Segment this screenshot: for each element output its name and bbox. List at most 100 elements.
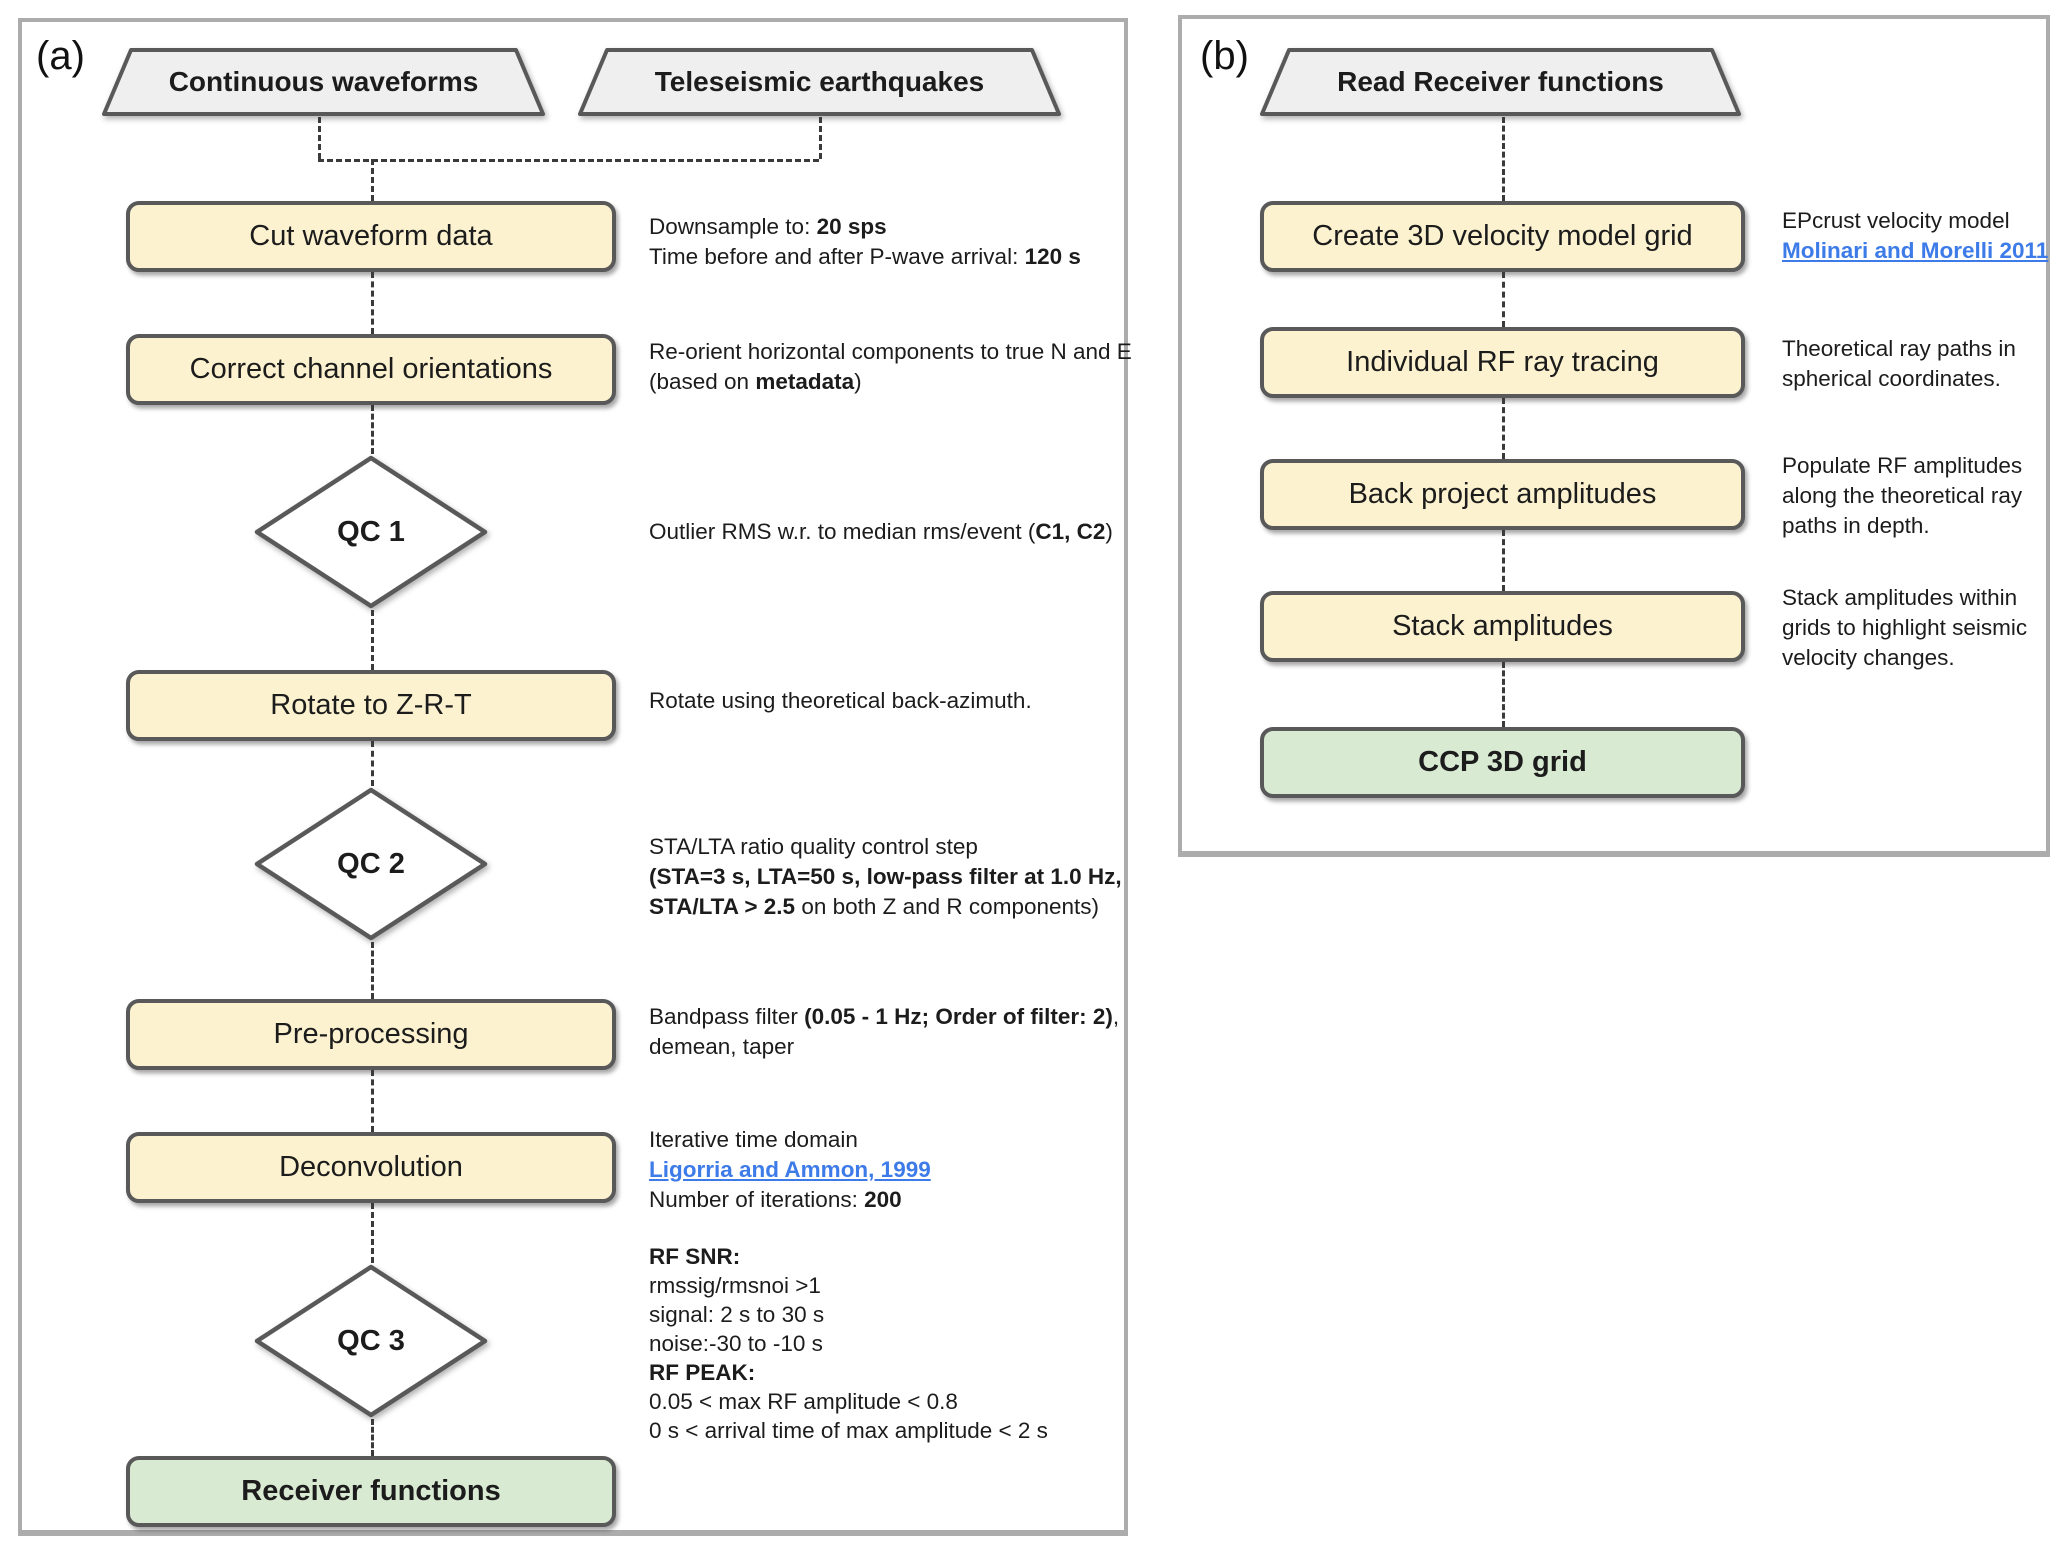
node-pre-processing: Pre-processing (126, 999, 616, 1070)
node-correct-channel-orientations: Correct channel orientations (126, 334, 616, 405)
note-rotate: Rotate using theoretical back-azimuth. (649, 686, 1032, 716)
note-line: Number of iterations: 200 (649, 1187, 902, 1212)
node-deconvolution: Deconvolution (126, 1132, 616, 1203)
node-read-receiver-functions: Read Receiver functions (1259, 47, 1742, 117)
note-line: Downsample to: 20 sps (649, 214, 887, 239)
note-line: grids to highlight seismic (1782, 615, 2028, 640)
note-line: STA/LTA > 2.5 on both Z and R components… (649, 894, 1100, 919)
connector (1502, 662, 1505, 727)
connector (1502, 398, 1505, 459)
note-line: Rotate using theoretical back-azimuth. (649, 688, 1032, 713)
connector (371, 1419, 374, 1456)
note-line: Time before and after P-wave arrival: 12… (649, 244, 1081, 269)
note-correct-orientations: Re-orient horizontal components to true … (649, 337, 1132, 397)
node-back-project-amplitudes: Back project amplitudes (1260, 459, 1745, 530)
trapezoid-shape (578, 48, 1061, 116)
molinari-morelli-link[interactable]: Molinari and Morelli 2011 (1782, 238, 2049, 263)
note-line: Molinari and Morelli 2011 (1782, 236, 2048, 266)
note-line: Re-orient horizontal components to true … (649, 339, 1132, 364)
ligorria-ammon-link[interactable]: Ligorria and Ammon, 1999 (649, 1157, 931, 1182)
note-qc2: STA/LTA ratio quality control step (STA=… (649, 832, 1122, 922)
node-ccp-3d-grid: CCP 3D grid (1260, 727, 1745, 798)
node-label: Create 3D velocity model grid (1312, 220, 1693, 252)
node-qc2: QC 2 (251, 786, 491, 942)
panel-b: (b) Read Receiver functions Create 3D ve… (1178, 15, 2050, 857)
node-label: Individual RF ray tracing (1346, 346, 1659, 378)
note-line: demean, taper (649, 1034, 795, 1059)
node-label: Pre-processing (273, 1018, 469, 1050)
connector (371, 405, 374, 454)
diamond-shape (254, 787, 488, 941)
note-line: rmssig/rmsnoi >1 (649, 1273, 821, 1298)
note-line: STA/LTA ratio quality control step (649, 834, 978, 859)
note-line: Theoretical ray paths in (1782, 336, 2016, 361)
note-preprocessing: Bandpass filter (0.05 - 1 Hz; Order of f… (649, 1002, 1119, 1062)
node-continuous-waveforms: Continuous waveforms (101, 47, 546, 117)
note-line: RF PEAK: (649, 1360, 756, 1385)
connector-merge-down (371, 159, 374, 201)
node-label: Receiver functions (241, 1475, 501, 1507)
note-qc1: Outlier RMS w.r. to median rms/event (C1… (649, 517, 1113, 547)
node-label: Read Receiver functions (1337, 66, 1664, 97)
node-teleseismic-earthquakes: Teleseismic earthquakes (577, 47, 1062, 117)
note-velocity-model: EPcrust velocity model Molinari and More… (1782, 206, 2048, 266)
node-label: Cut waveform data (249, 220, 493, 252)
note-line: Iterative time domain (649, 1127, 858, 1152)
node-receiver-functions: Receiver functions (126, 1456, 616, 1527)
diamond-shape (254, 1264, 488, 1418)
note-line: velocity changes. (1782, 645, 1955, 670)
node-cut-waveform-data: Cut waveform data (126, 201, 616, 272)
node-label: Rotate to Z-R-T (270, 689, 472, 721)
node-label: QC 2 (337, 847, 405, 880)
connector (371, 1203, 374, 1263)
note-line: Ligorria and Ammon, 1999 (649, 1155, 931, 1185)
node-stack-amplitudes: Stack amplitudes (1260, 591, 1745, 662)
panel-a: (a) Continuous waveforms Teleseismic ear… (18, 18, 1132, 1536)
note-line: Outlier RMS w.r. to median rms/event (C1… (649, 519, 1113, 544)
note-stack-amplitudes: Stack amplitudes within grids to highlig… (1782, 583, 2027, 673)
note-line: EPcrust velocity model (1782, 208, 2010, 233)
note-line: 0.05 < max RF amplitude < 0.8 (649, 1389, 958, 1414)
note-line: Populate RF amplitudes (1782, 453, 2023, 478)
connector (371, 942, 374, 999)
node-create-3d-velocity-model-grid: Create 3D velocity model grid (1260, 201, 1745, 272)
node-rotate-to-zrt: Rotate to Z-R-T (126, 670, 616, 741)
node-label: Continuous waveforms (168, 66, 479, 97)
note-line: signal: 2 s to 30 s (649, 1302, 825, 1327)
node-label: Stack amplitudes (1392, 610, 1613, 642)
note-line: Bandpass filter (0.05 - 1 Hz; Order of f… (649, 1004, 1120, 1029)
node-label: Back project amplitudes (1348, 478, 1657, 510)
note-line: noise:-30 to -10 s (649, 1331, 823, 1356)
note-deconvolution: Iterative time domain Ligorria and Ammon… (649, 1125, 931, 1215)
note-line: along the theoretical ray (1782, 483, 2023, 508)
note-cut-waveform: Downsample to: 20 sps Time before and af… (649, 212, 1081, 272)
note-line: Stack amplitudes within (1782, 585, 2018, 610)
panel-b-label: (b) (1200, 34, 1249, 78)
note-line: (STA=3 s, LTA=50 s, low-pass filter at 1… (649, 864, 1122, 889)
note-line: paths in depth. (1782, 513, 1930, 538)
node-qc1: QC 1 (251, 454, 491, 610)
note-line: (based on metadata) (649, 369, 862, 394)
node-qc3: QC 3 (251, 1263, 491, 1419)
diamond-shape (254, 455, 488, 609)
node-individual-rf-ray-tracing: Individual RF ray tracing (1260, 327, 1745, 398)
note-line: 0 s < arrival time of max amplitude < 2 … (649, 1418, 1048, 1443)
connector (371, 741, 374, 786)
connector (1502, 272, 1505, 327)
note-back-project: Populate RF amplitudes along the theoret… (1782, 451, 2022, 541)
connector (371, 610, 374, 670)
note-qc3: RF SNR: rmssig/rmsnoi >1 signal: 2 s to … (649, 1242, 1048, 1445)
node-label: QC 3 (337, 1324, 405, 1357)
note-line: RF SNR: (649, 1244, 741, 1269)
node-label: Correct channel orientations (189, 353, 553, 385)
node-label: QC 1 (337, 515, 405, 548)
note-ray-tracing: Theoretical ray paths in spherical coord… (1782, 334, 2016, 394)
connector (371, 1070, 374, 1132)
node-label: Deconvolution (279, 1151, 463, 1183)
connector (1502, 117, 1505, 201)
node-label: CCP 3D grid (1418, 746, 1587, 778)
connector-merge-horizontal (318, 159, 819, 162)
panel-a-label: (a) (36, 34, 85, 78)
trapezoid-shape (102, 48, 545, 116)
